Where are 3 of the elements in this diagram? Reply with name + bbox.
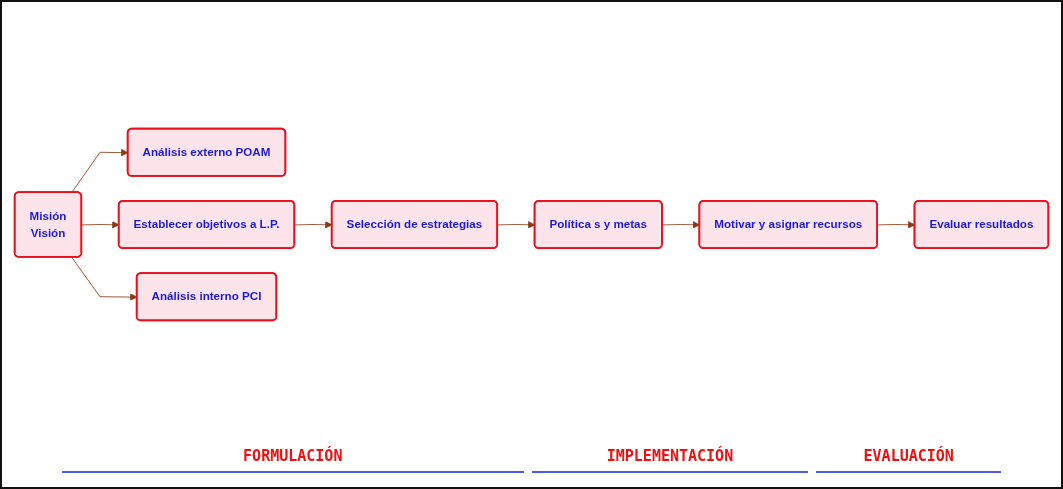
phase-label: IMPLEMENTACIÓN	[531, 447, 809, 473]
phase-label: FORMULACIÓN	[62, 447, 524, 473]
phase-label: EVALUACIÓN	[816, 447, 1001, 473]
